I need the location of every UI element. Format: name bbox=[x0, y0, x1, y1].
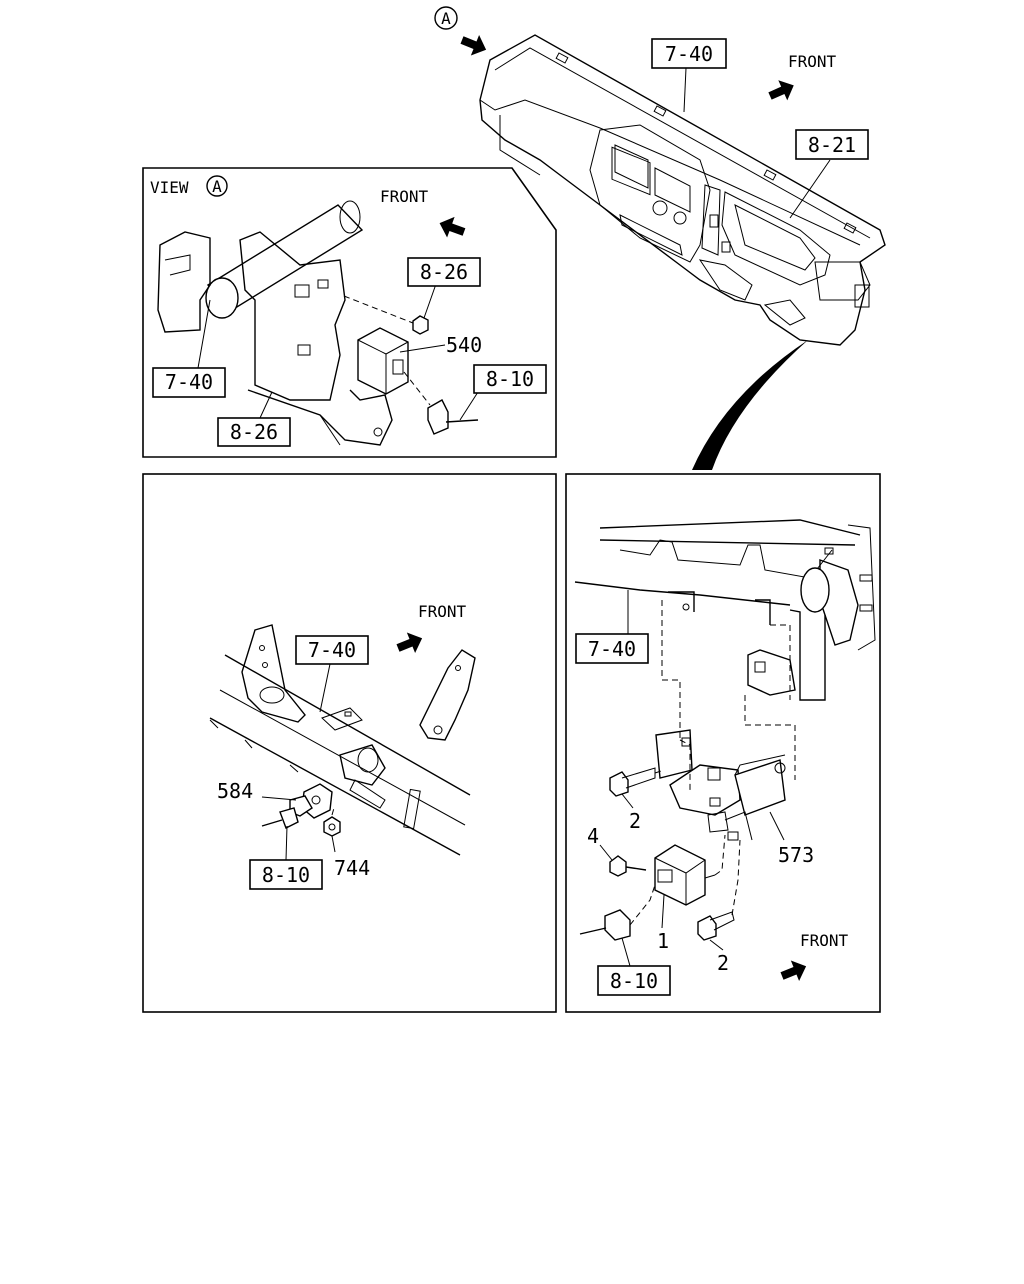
part-4: 4 bbox=[587, 824, 599, 848]
view-title-marker: A bbox=[212, 177, 222, 196]
ref-7-40-top: 7-40 bbox=[665, 42, 713, 66]
part-584: 584 bbox=[217, 779, 253, 803]
dashboard-assembly: A FRONT bbox=[434, 6, 886, 470]
view-title: VIEW bbox=[150, 178, 189, 197]
front-label-left: FRONT bbox=[418, 602, 467, 621]
left-panel: FRONT 7-40 58 bbox=[142, 473, 557, 1013]
ref-8-10-left: 8-10 bbox=[262, 863, 310, 887]
right-panel: FRONT 7-40 2 573 4 1 2 8-10 bbox=[565, 473, 881, 1013]
ref-box-8-21 bbox=[795, 129, 869, 160]
front-arrow-top bbox=[765, 75, 799, 107]
ref-8-10-right: 8-10 bbox=[610, 969, 658, 993]
front-arrow-left bbox=[393, 628, 427, 659]
part-744: 744 bbox=[334, 856, 370, 880]
ref-7-40-view: 7-40 bbox=[165, 370, 213, 394]
view-a-panel: VIEW A FRONT bbox=[142, 167, 557, 458]
ref-7-40-right: 7-40 bbox=[588, 637, 636, 661]
part-1: 1 bbox=[657, 929, 669, 953]
nut-8-26 bbox=[412, 315, 429, 335]
bolt-4 bbox=[609, 855, 627, 877]
ref-7-40-left: 7-40 bbox=[308, 638, 356, 662]
callout-curve-arrow bbox=[692, 340, 808, 470]
nut-744 bbox=[323, 816, 341, 837]
screw-2-upper bbox=[609, 771, 629, 797]
part-2-lower: 2 bbox=[717, 951, 729, 975]
front-label-view: FRONT bbox=[380, 187, 429, 206]
screw-2-lower bbox=[697, 915, 717, 941]
relay-1 bbox=[654, 844, 706, 906]
part-573: 573 bbox=[778, 843, 814, 867]
ref-8-26-view-top: 8-26 bbox=[420, 260, 468, 284]
module-540 bbox=[357, 327, 409, 395]
ref-8-10-view: 8-10 bbox=[486, 367, 534, 391]
view-a-marker-circle bbox=[434, 6, 458, 30]
front-arrow-view bbox=[435, 212, 468, 243]
front-label-right: FRONT bbox=[800, 931, 849, 950]
front-arrow-right bbox=[777, 956, 811, 987]
part-540: 540 bbox=[446, 333, 482, 357]
view-direction-arrow bbox=[457, 29, 491, 60]
front-label-top: FRONT bbox=[788, 52, 837, 71]
part-2-upper: 2 bbox=[629, 809, 641, 833]
ref-box-7-40-top bbox=[651, 38, 727, 69]
view-a-marker: A bbox=[441, 9, 451, 28]
ref-8-21: 8-21 bbox=[808, 133, 856, 157]
ref-8-26-view-bottom: 8-26 bbox=[230, 420, 278, 444]
